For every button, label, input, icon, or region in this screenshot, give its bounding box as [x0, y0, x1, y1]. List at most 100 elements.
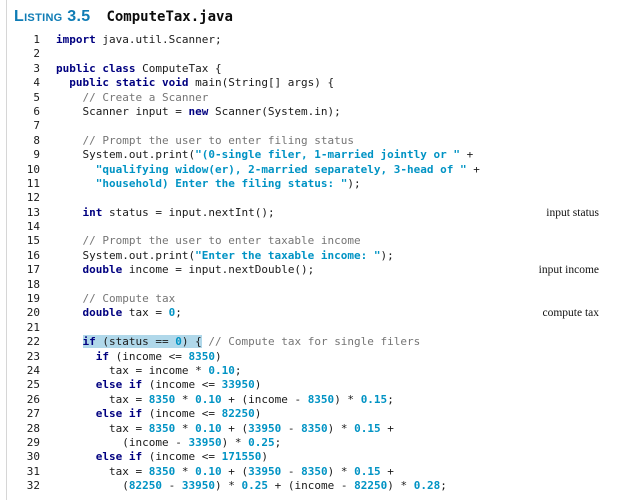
- line-number: 6: [33, 104, 40, 118]
- code-text: if (status == 0) { // Compute tax for si…: [56, 335, 420, 349]
- code-segment: [56, 378, 96, 391]
- line-number: 23: [26, 349, 40, 363]
- code-segment: 0.15: [354, 421, 381, 435]
- code-segment: income = input.nextDouble();: [122, 263, 315, 277]
- line-number: 24: [26, 363, 40, 377]
- code-segment: 0.10: [195, 392, 222, 406]
- listing-word: Listing: [14, 8, 63, 25]
- code-line: 18: [0, 278, 624, 292]
- code-segment: [56, 177, 96, 190]
- code-segment: ) *: [327, 421, 355, 435]
- code-segment: 33950: [188, 435, 222, 449]
- code-text: public static void main(String[] args) {: [56, 76, 334, 90]
- code-segment: (status ==: [95, 335, 176, 349]
- code-segment: "household) Enter the filing status: ": [95, 176, 348, 190]
- code-segment: [56, 263, 83, 276]
- code-segment: main(String[] args) {: [188, 76, 335, 90]
- line-number: 30: [26, 450, 40, 464]
- code-line: 19 // Compute tax: [0, 292, 624, 306]
- code-segment: 82250: [221, 407, 255, 421]
- code-segment: if: [82, 335, 96, 349]
- code-segment: [56, 206, 83, 219]
- code-text: import java.util.Scanner;: [56, 33, 222, 47]
- code-line: 26 tax = 8350 * 0.10 + (income - 8350) *…: [0, 393, 624, 407]
- code-segment: tax =: [56, 421, 149, 435]
- code-segment: *: [175, 421, 196, 435]
- code-line: 16 System.out.print("Enter the taxable i…: [0, 249, 624, 263]
- code-segment: 82250: [128, 479, 162, 493]
- code-segment: ) *: [221, 435, 249, 449]
- line-number: 13: [26, 205, 40, 219]
- code-segment: Scanner input =: [56, 104, 189, 118]
- code-segment: 8350: [301, 421, 328, 435]
- code-segment: tax = income *: [56, 363, 209, 377]
- line-number: 4: [33, 76, 40, 90]
- line-number: 14: [26, 220, 40, 234]
- code-text: System.out.print("Enter the taxable inco…: [56, 249, 393, 263]
- code-segment: ): [214, 349, 222, 363]
- code-text: else if (income <= 171550): [56, 450, 268, 464]
- code-text: // Compute tax: [56, 292, 176, 306]
- code-segment: "(0-single filer, 1-married jointly or ": [195, 148, 460, 162]
- code-segment: 33950: [248, 421, 282, 435]
- code-segment: 33950: [221, 378, 255, 392]
- code-line: 14: [0, 220, 624, 234]
- code-text: (82250 - 33950) * 0.25 + (income - 82250…: [56, 479, 447, 493]
- code-segment: +: [380, 464, 394, 478]
- code-line: 4 public static void main(String[] args)…: [0, 76, 624, 90]
- code-segment: 0.15: [360, 392, 388, 406]
- code-segment: ;: [234, 363, 242, 377]
- code-segment: 8350: [307, 392, 335, 406]
- line-number: 11: [26, 176, 40, 190]
- code-segment: // Prompt the user to enter taxable inco…: [82, 234, 361, 248]
- code-text: // Prompt the user to enter taxable inco…: [56, 234, 361, 248]
- code-text: tax = income * 0.10;: [56, 364, 241, 378]
- code-line: 24 tax = income * 0.10;: [0, 364, 624, 378]
- code-line: 9 System.out.print("(0-single filer, 1-m…: [0, 148, 624, 162]
- code-segment: ) *: [387, 479, 414, 493]
- code-segment: +: [466, 162, 480, 176]
- code-segment: 0.25: [248, 435, 275, 449]
- margin-annotation: compute tax: [542, 307, 599, 320]
- code-segment: import: [56, 33, 96, 46]
- code-segment: 8350: [148, 421, 176, 435]
- code-segment: (income <=: [142, 450, 222, 464]
- code-segment: ComputeTax {: [135, 61, 222, 75]
- line-number: 12: [26, 191, 40, 205]
- line-number: 10: [26, 162, 40, 176]
- code-line: 23 if (income <= 8350): [0, 350, 624, 364]
- line-number: 15: [26, 234, 40, 248]
- line-number: 29: [26, 435, 40, 449]
- code-text: (income - 33950) * 0.25;: [56, 436, 281, 450]
- code-segment: 8350: [301, 464, 328, 478]
- code-segment: ): [261, 450, 268, 464]
- code-line: 28 tax = 8350 * 0.10 + (33950 - 8350) * …: [0, 422, 624, 436]
- code-text: // Create a Scanner: [56, 91, 209, 105]
- code-line: 10 "qualifying widow(er), 2-married sepa…: [0, 163, 624, 177]
- code-segment: + (income -: [221, 392, 308, 406]
- code-segment: 33950: [181, 479, 215, 493]
- code-segment: (income <=: [109, 349, 189, 363]
- code-segment: else if: [95, 407, 143, 421]
- code-segment: tax =: [56, 464, 149, 478]
- line-number: 22: [26, 335, 40, 349]
- code-text: double tax = 0;: [56, 306, 182, 320]
- code-segment: // Compute tax for single filers: [208, 335, 421, 349]
- code-text: double income = input.nextDouble();: [56, 263, 315, 277]
- line-number: 16: [26, 248, 40, 262]
- code-segment: [56, 350, 96, 363]
- code-segment: System.out.print(: [56, 148, 196, 162]
- code-segment: *: [175, 464, 196, 478]
- code-text: System.out.print("(0-single filer, 1-mar…: [56, 148, 473, 162]
- code-line: 8 // Prompt the user to enter filing sta…: [0, 134, 624, 148]
- line-number: 20: [26, 306, 40, 320]
- code-segment: [56, 292, 83, 305]
- line-number: 32: [26, 479, 40, 493]
- code-text: Scanner input = new Scanner(System.in);: [56, 104, 340, 119]
- code-line: 31 tax = 8350 * 0.10 + (33950 - 8350) * …: [0, 465, 624, 479]
- line-number: 3: [33, 61, 40, 75]
- code-segment: // Prompt the user to enter filing statu…: [82, 133, 355, 147]
- code-line: 20 double tax = 0; compute tax: [0, 306, 624, 320]
- line-number: 28: [26, 421, 40, 435]
